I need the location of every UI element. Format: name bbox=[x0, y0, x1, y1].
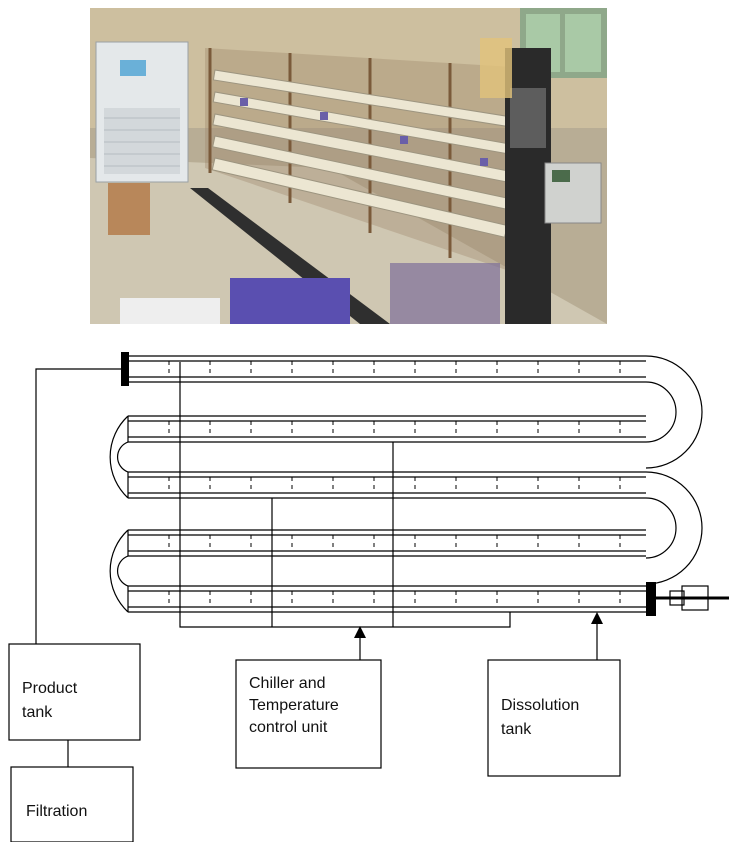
coolant-manifold bbox=[180, 362, 510, 627]
chiller-label-3: control unit bbox=[249, 719, 328, 736]
u-bend-left-1 bbox=[110, 416, 128, 498]
inlet-flange bbox=[646, 582, 656, 616]
product-tank-label-2: tank bbox=[22, 704, 53, 721]
u-bend-right-2 bbox=[646, 472, 702, 584]
u-bend-left-2 bbox=[110, 530, 128, 612]
chiller-label-2: Temperature bbox=[249, 697, 339, 714]
product-tank-label-1: Product bbox=[22, 680, 78, 697]
u-bend-right-1 bbox=[646, 356, 702, 468]
dissolution-tank-box bbox=[488, 660, 620, 776]
tube-row-3 bbox=[128, 472, 646, 498]
outlet-to-product-arrow bbox=[36, 369, 121, 680]
chiller-label-1: Chiller and bbox=[249, 675, 325, 692]
tube-row-4 bbox=[128, 530, 646, 556]
dissolution-tank-label-2: tank bbox=[501, 721, 532, 738]
tube-row-5 bbox=[128, 586, 646, 612]
outlet-flange bbox=[121, 352, 129, 386]
filtration-label: Filtration bbox=[26, 803, 87, 820]
dissolution-tank-label-1: Dissolution bbox=[501, 697, 579, 714]
tube-segment-joints bbox=[169, 361, 620, 607]
tube-row-1 bbox=[128, 356, 646, 382]
tube-row-2 bbox=[128, 416, 646, 442]
